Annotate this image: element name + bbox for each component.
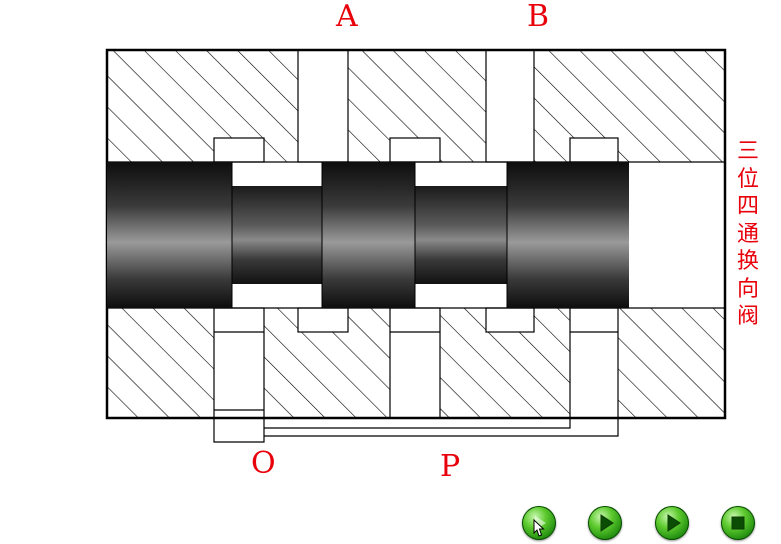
return-piping (213, 409, 619, 443)
title-char: 三 (736, 139, 759, 164)
title-char: 向 (736, 276, 759, 302)
play-button-3[interactable] (655, 506, 689, 540)
play-icon (600, 514, 614, 532)
title-char: 换 (736, 249, 759, 274)
spool-neck-right (414, 186, 508, 284)
play-icon (667, 514, 681, 532)
title-char: 四 (736, 194, 759, 219)
spool-land-center (322, 162, 415, 308)
play-button-2[interactable] (588, 506, 622, 540)
port-label-p: P (440, 449, 461, 484)
port-label-b: B (527, 0, 550, 34)
stop-button[interactable] (721, 506, 755, 540)
title-char: 位 (736, 166, 759, 192)
spool-land-right (507, 162, 629, 308)
hand-cursor-icon (533, 518, 545, 537)
title-char: 通 (736, 221, 759, 247)
stop-icon (731, 516, 745, 530)
title-char: 阀 (736, 304, 759, 329)
play-icon (533, 516, 546, 537)
spool-neck-left (230, 186, 324, 284)
spool (107, 162, 629, 308)
play-pointer-button[interactable] (522, 506, 556, 540)
port-label-o: O (251, 446, 276, 481)
port-label-a: A (336, 0, 358, 34)
valve-title: 三 位 四 通 换 向 阀 (733, 138, 763, 331)
spool-land-left (107, 162, 232, 308)
